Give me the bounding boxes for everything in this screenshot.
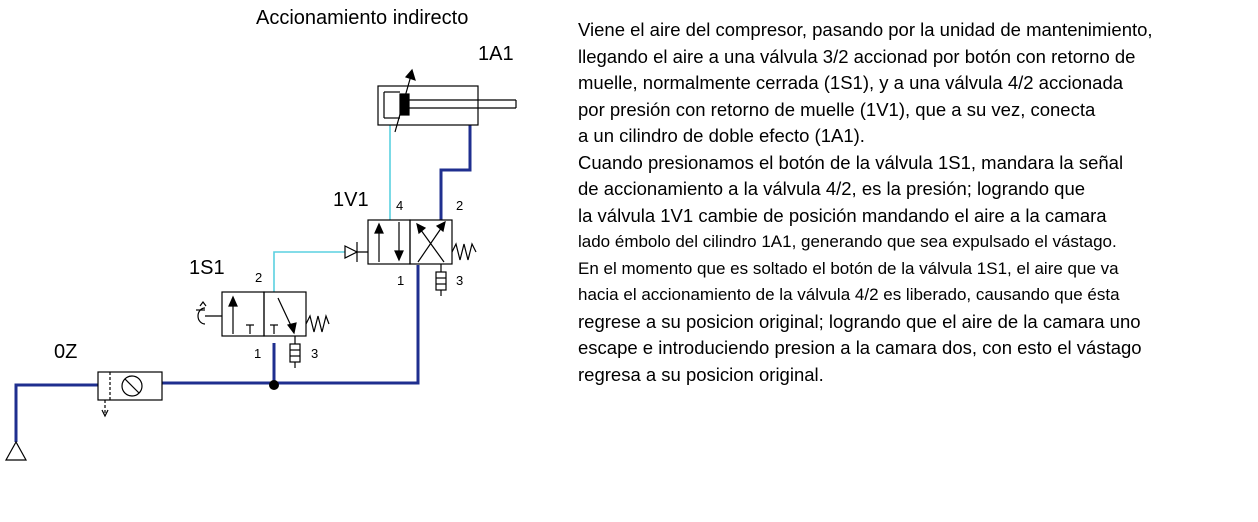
pilot-signal-line [273,251,345,292]
description-line: escape e introduciendo presion a la cama… [578,337,1142,358]
maintenance-unit [97,371,163,418]
description-line: llegando el aire a una válvula 3/2 accio… [578,45,1136,67]
description-line: regresa a su posicion original. [578,363,824,385]
signal-lines [273,125,391,292]
diagram-title: Accionamiento indirecto [256,7,468,29]
description-line: En el momento que es soltado el botón de… [578,258,1119,278]
valve-4-2 [344,219,477,296]
label-0z: 0Z [54,341,77,363]
circuit-description: Viene el aire del compresor, pasando por… [578,17,1253,388]
v32-port-2: 2 [255,270,262,285]
v42-port-2: 2 [456,198,463,213]
cylinder-rod-side-line [439,125,472,220]
description-line: de accionamiento a la válvula 4/2, es la… [578,178,1086,199]
double-acting-cylinder [377,68,517,133]
main-pressure-line [162,265,420,385]
description-line: la válvula 1V1 cambie de posición mandan… [578,204,1107,226]
description-line: muelle, normalmente cerrada (1S1), y a u… [578,72,1124,93]
air-source-icon [4,440,28,461]
description-line: por presión con retorno de muelle (1V1),… [578,98,1096,120]
label-1s1: 1S1 [189,257,225,279]
pressure-lines [14,125,472,442]
junction-node [269,380,279,390]
description-line: Viene el aire del compresor, pasando por… [578,19,1153,40]
description-line: hacia el accionamiento de la válvula 4/2… [578,285,1120,304]
description-line: regrese a su posicion original; logrando… [578,310,1141,332]
description-line: lado émbolo del cilindro 1A1, generando … [578,232,1117,251]
description-line: Cuando presionamos el botón de la válvul… [578,151,1124,173]
valve-3-2 [196,291,330,368]
v42-port-3: 3 [456,273,463,288]
label-1a1: 1A1 [478,43,514,65]
description-line: a un cilindro de doble efecto (1A1). [578,125,865,146]
v32-port-3: 3 [311,346,318,361]
v42-port-4: 4 [396,198,403,213]
v42-port-1: 1 [397,273,404,288]
supply-line [14,383,98,442]
pneumatic-circuit-diagram: Accionamiento indirecto 0Z 1A1 [4,7,517,461]
v32-port-1: 1 [254,346,261,361]
label-1v1: 1V1 [333,189,369,211]
